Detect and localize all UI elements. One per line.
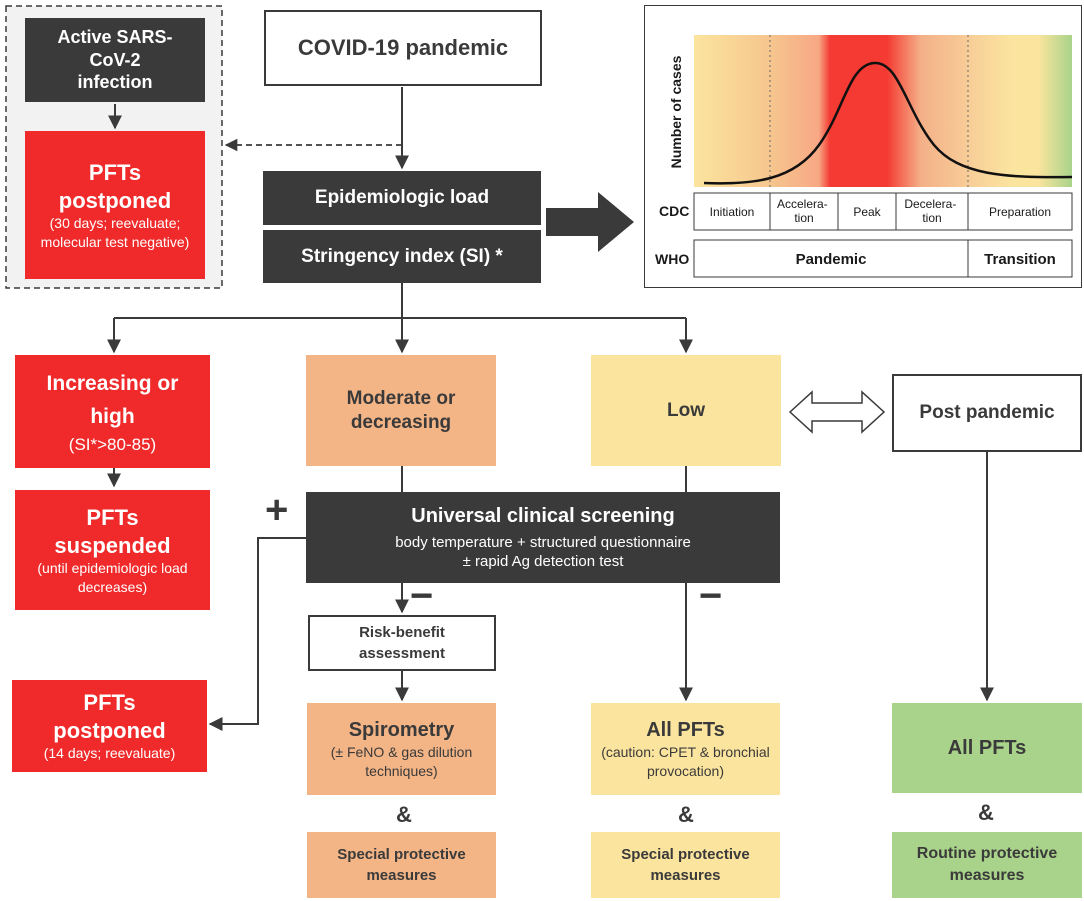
all-pfts-post-ampersand: &: [978, 800, 994, 825]
post-pandemic-title: Post pandemic: [919, 402, 1055, 424]
spirometry-ampersand: &: [396, 802, 412, 827]
epidemic-curve-line: [703, 61, 1073, 185]
stringency-index-label: Stringency index (SI) *: [301, 245, 503, 267]
all-pfts-post-box: All PFTs: [892, 703, 1082, 793]
covid-pandemic-box: COVID-19 pandemic: [264, 10, 542, 86]
universal-screening-line1: body temperature + structured questionna…: [395, 533, 691, 551]
screening-negative-sign-left: −: [410, 574, 434, 618]
epidemiologic-load-label: Epidemiologic load: [314, 187, 490, 209]
all-pfts-post-protective-label: Routine protective measures: [916, 844, 1058, 884]
spirometry-protective-label: Special protective measures: [337, 846, 466, 884]
pfts-postponed-30-box: PFTs postponed (30 days; reevaluate; mol…: [25, 131, 205, 279]
spirometry-box: Spirometry (± FeNO & gas dilution techni…: [307, 703, 496, 795]
all-pfts-low-title: All PFTs: [646, 719, 725, 742]
cdc-label: CDC: [659, 203, 689, 219]
active-infection-box: Active SARS-CoV-2 infection: [25, 18, 205, 102]
big-arrow-to-chart: [546, 192, 634, 252]
epidemic-curve-panel: Number of cases CDC WHO Initiation Accel…: [644, 5, 1082, 288]
pfts-postponed-14-title: PFTs postponed: [53, 690, 166, 743]
active-infection-title: Active SARS-CoV-2 infection: [57, 27, 173, 93]
who-phase-transition: Transition: [984, 251, 1056, 268]
all-pfts-low-box: All PFTs (caution: CPET & bronchial prov…: [591, 703, 780, 795]
cdc-phase-deceleration-l2: tion: [922, 211, 941, 225]
double-arrow: [788, 390, 886, 434]
all-pfts-low-ampersand: &: [678, 802, 694, 827]
post-pandemic-box: Post pandemic: [892, 374, 1082, 452]
spirometry-note: (± FeNO & gas dilution techniques): [330, 744, 473, 779]
pfts-postponed-14-note: (14 days; reevaluate): [43, 745, 176, 762]
all-pfts-low-note: (caution: CPET & bronchial provocation): [601, 744, 770, 779]
stringency-index-box: Stringency index (SI) *: [263, 230, 541, 283]
who-phase-pandemic: Pandemic: [796, 251, 867, 268]
chart-ylabel: Number of cases: [668, 55, 684, 168]
pfts-postponed-30-title: PFTs postponed: [58, 160, 172, 213]
epidemiologic-load-box: Epidemiologic load: [263, 171, 541, 225]
covid-pandemic-title: COVID-19 pandemic: [297, 35, 509, 61]
cdc-phase-deceleration: Decelera- tion: [904, 197, 959, 225]
cdc-phase-preparation: Preparation: [989, 205, 1051, 219]
pfts-suspended-title: PFTs suspended: [54, 505, 171, 558]
universal-screening-box: Universal clinical screening body temper…: [306, 492, 780, 583]
cdc-row: [693, 192, 1073, 231]
cdc-phase-deceleration-l1: Decelera-: [904, 197, 956, 211]
risk-benefit-box: Risk-benefit assessment: [308, 615, 496, 671]
screening-negative-sign-right: −: [699, 574, 723, 618]
all-pfts-post-protective-box: Routine protective measures: [892, 832, 1082, 898]
level-low-box: Low: [591, 355, 781, 466]
level-low-title: Low: [667, 399, 705, 421]
pfts-postponed-14-box: PFTs postponed (14 days; reevaluate): [12, 680, 207, 772]
level-high-box: Increasing or high (SI*>80-85): [15, 355, 210, 468]
pfts-suspended-note: (until epidemiologic load decreases): [37, 560, 188, 595]
risk-benefit-label: Risk-benefit assessment: [359, 624, 445, 662]
spirometry-protective-box: Special protective measures: [307, 832, 496, 898]
spirometry-title: Spirometry: [348, 719, 455, 742]
all-pfts-low-protective-label: Special protective measures: [621, 846, 750, 884]
pfts-suspended-box: PFTs suspended (until epidemiologic load…: [15, 490, 210, 610]
who-row: [693, 239, 1073, 278]
universal-screening-title: Universal clinical screening: [411, 504, 675, 527]
universal-screening-line2: ± rapid Ag detection test: [462, 553, 624, 570]
phase-gradient-background: [694, 35, 1072, 187]
who-label: WHO: [655, 251, 689, 267]
level-high-title: Increasing or high: [46, 371, 179, 429]
cdc-phase-acceleration-l1: Accelera-: [777, 197, 828, 211]
level-moderate-box: Moderate or decreasing: [306, 355, 496, 466]
cdc-phase-acceleration: Accelera- tion: [777, 197, 831, 225]
level-moderate-title: Moderate or decreasing: [346, 387, 456, 433]
all-pfts-post-title: All PFTs: [947, 736, 1027, 759]
cdc-phase-acceleration-l2: tion: [794, 211, 813, 225]
cdc-phase-initiation: Initiation: [710, 205, 755, 219]
all-pfts-low-protective-box: Special protective measures: [591, 832, 780, 898]
pfts-postponed-30-note: (30 days; reevaluate; molecular test neg…: [40, 215, 190, 250]
cdc-phase-peak: Peak: [853, 205, 881, 219]
level-high-note: (SI*>80-85): [68, 435, 157, 455]
screening-positive-sign: +: [265, 488, 289, 532]
